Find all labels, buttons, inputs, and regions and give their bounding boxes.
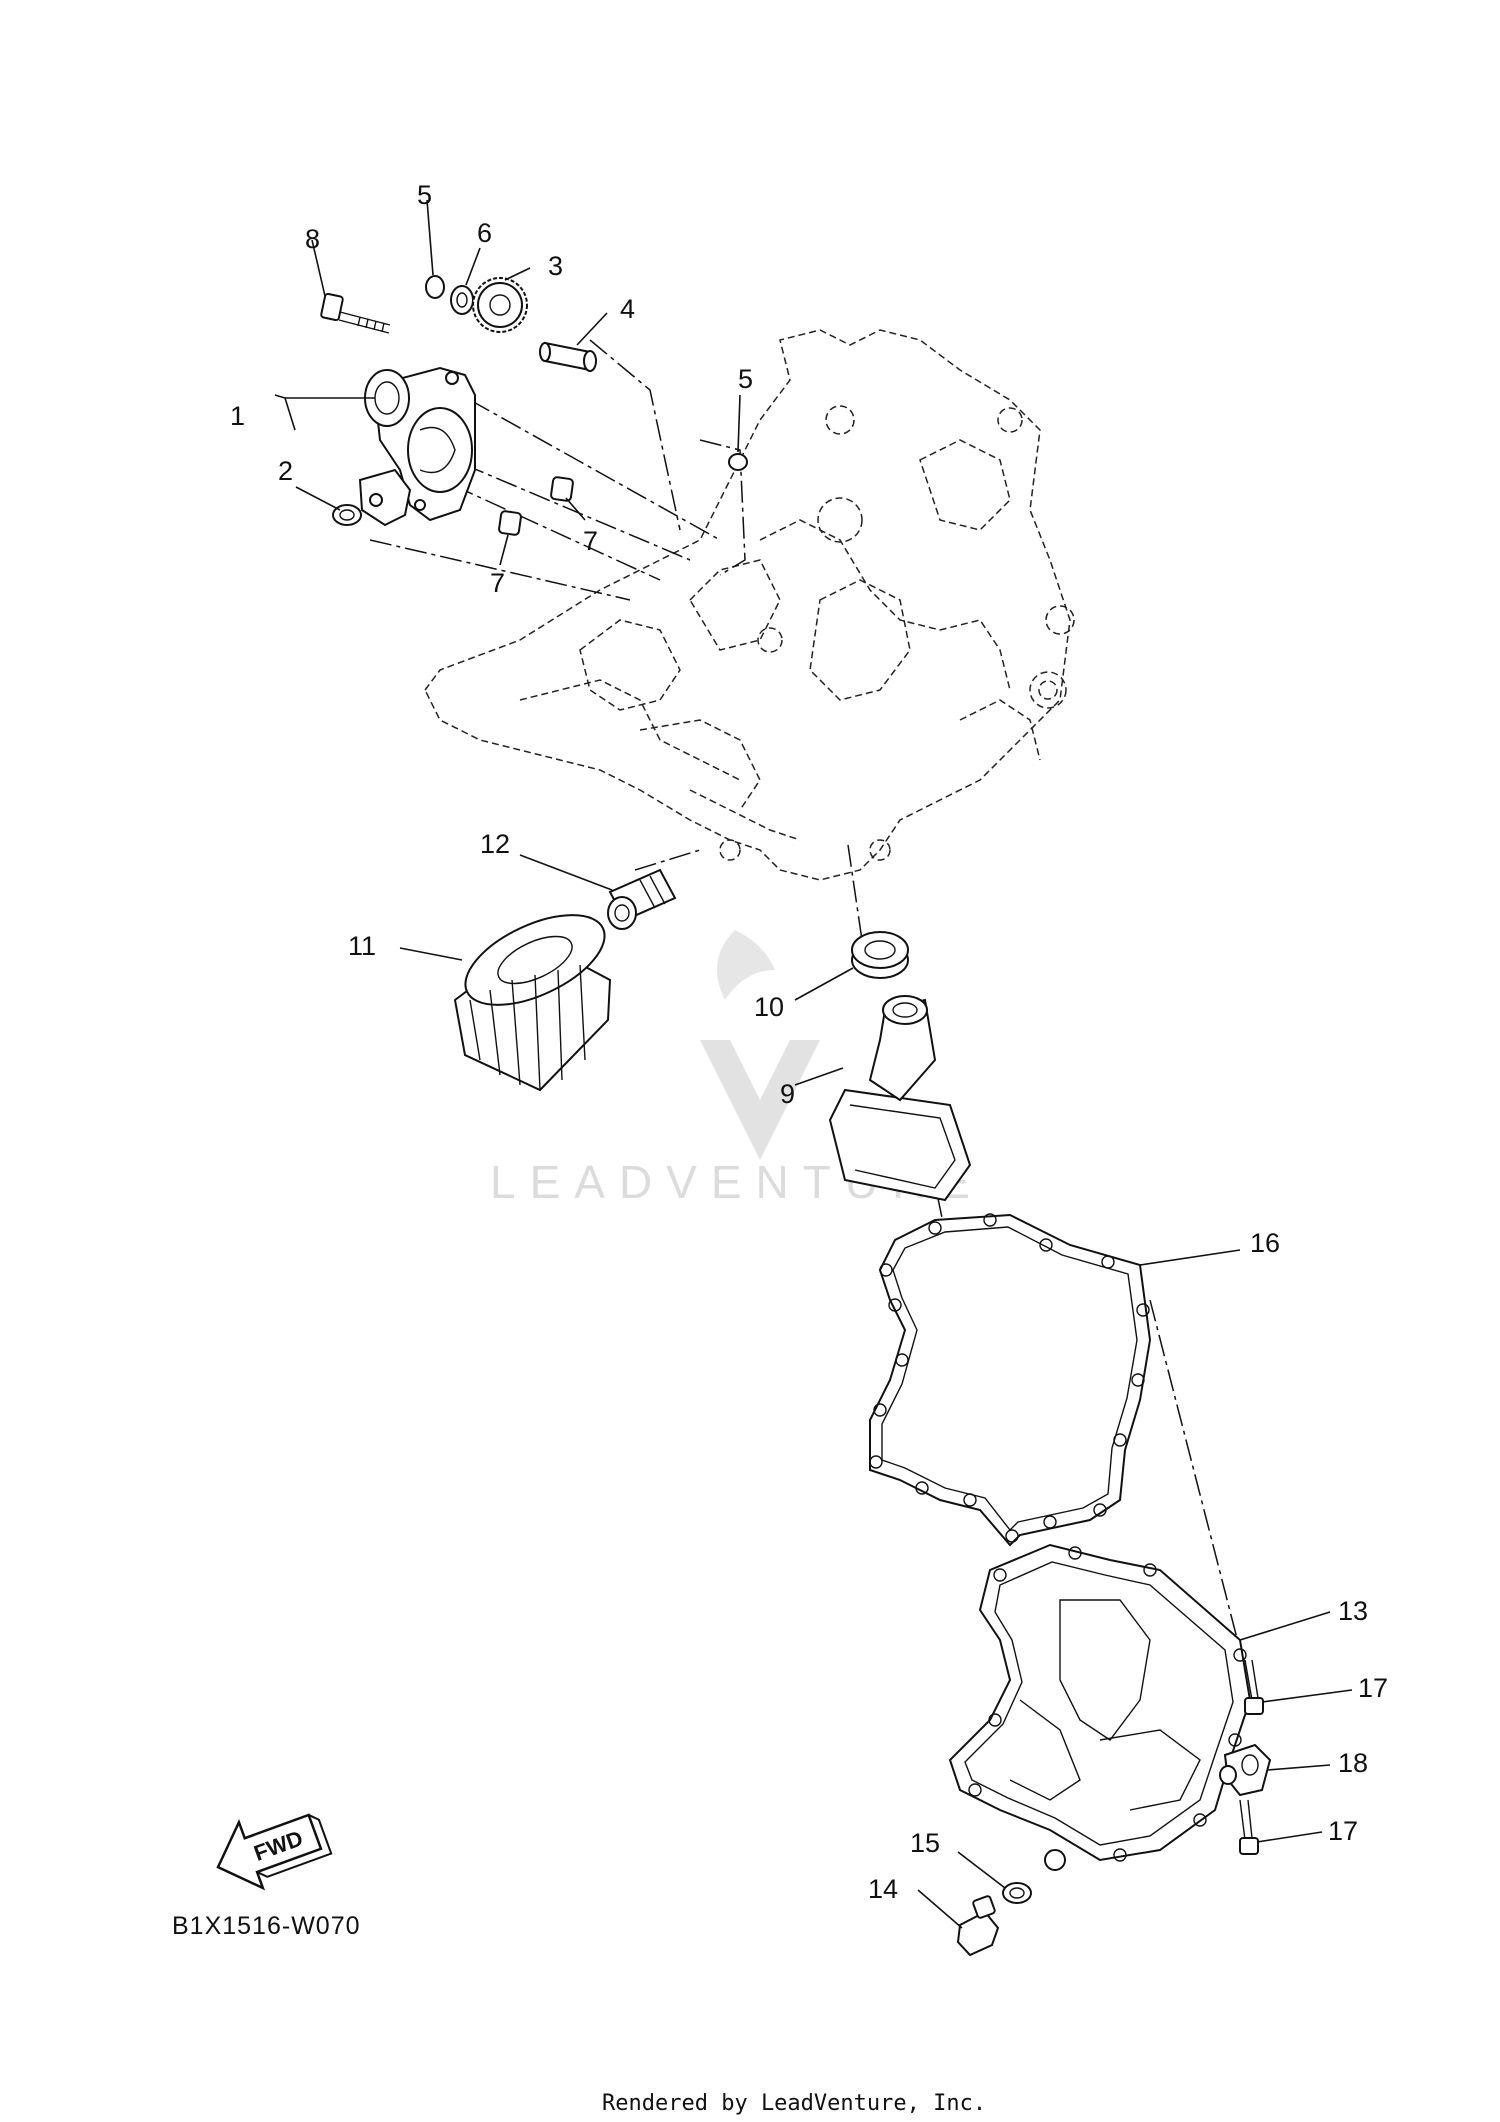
diagram-code: B1X1516-W070 <box>172 1912 361 1940</box>
crankcase-outline <box>424 329 1075 881</box>
part-5-circlip-case <box>728 453 748 471</box>
part-4-shaft <box>539 341 597 372</box>
part-17-bolt-lower <box>1239 1799 1259 1855</box>
part-11-oil-filter <box>453 914 612 1092</box>
callout-7-upper: 7 <box>583 526 598 556</box>
callout-labels: 1 2 3 4 5 5 6 7 7 8 9 10 11 12 13 14 15 … <box>230 180 1388 1904</box>
watermark-flame-icon <box>717 930 775 1000</box>
part-3-gear <box>472 277 528 333</box>
callout-11: 11 <box>348 931 376 961</box>
leader-lines <box>274 199 1353 1929</box>
watermark-v-icon <box>700 1040 820 1160</box>
part-12-nipple <box>607 868 677 930</box>
part-7-dowel-pins <box>498 476 574 536</box>
callout-13: 13 <box>1338 1596 1368 1626</box>
callout-9: 9 <box>780 1079 795 1109</box>
callout-6: 6 <box>477 218 492 248</box>
callout-17-lower: 17 <box>1328 1816 1358 1846</box>
callout-2: 2 <box>278 456 293 486</box>
callout-10: 10 <box>754 992 784 1022</box>
part-15-washer <box>1002 1882 1032 1904</box>
callout-3: 3 <box>548 251 563 281</box>
part-10-seal <box>851 931 909 979</box>
part-8-bolt <box>320 292 391 334</box>
callout-5-upper: 5 <box>417 180 432 210</box>
callout-18: 18 <box>1338 1748 1368 1778</box>
part-13-oil-pan <box>948 1543 1252 1871</box>
part-6-washer <box>450 285 474 315</box>
oil-pump-assembly <box>358 366 476 527</box>
callout-1: 1 <box>230 401 245 431</box>
callout-16: 16 <box>1250 1228 1280 1258</box>
part-9-oil-strainer <box>828 995 972 1202</box>
part-14-drain-bolt <box>956 1895 1000 1957</box>
rendered-by-footer: Rendered by LeadVenture, Inc. <box>602 2091 986 2116</box>
callout-17-upper: 17 <box>1358 1673 1388 1703</box>
callout-5-case: 5 <box>738 364 753 394</box>
callout-8: 8 <box>305 224 320 254</box>
part-18-clamp <box>1219 1743 1272 1797</box>
fwd-arrow-icon: FWD <box>216 1813 333 1891</box>
callout-4: 4 <box>620 294 635 324</box>
callout-14: 14 <box>868 1874 898 1904</box>
part-16-gasket <box>869 1213 1152 1547</box>
callout-15: 15 <box>910 1828 940 1858</box>
part-5-circlip <box>425 275 445 299</box>
callout-12: 12 <box>480 829 510 859</box>
callout-7-lower: 7 <box>490 568 505 598</box>
part-17-bolt-upper <box>1244 1659 1264 1715</box>
